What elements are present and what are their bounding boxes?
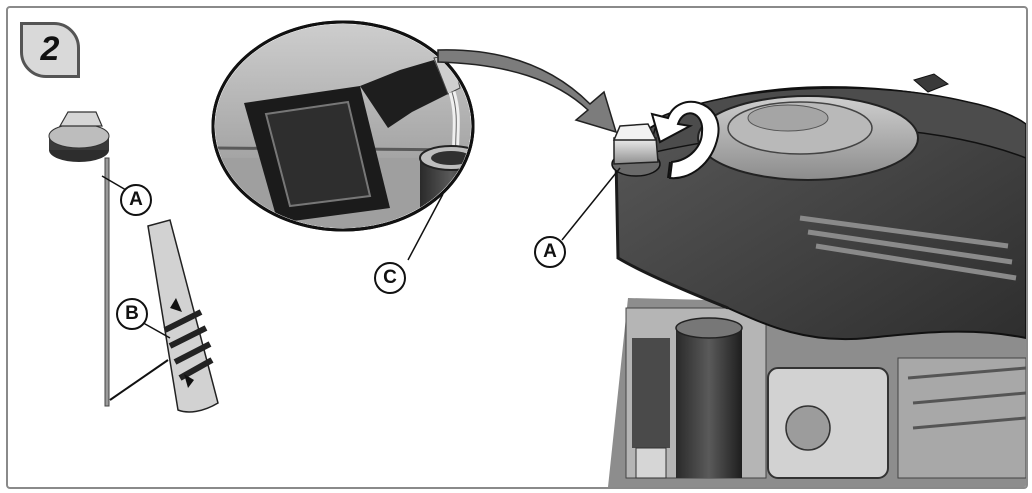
step-number-badge: 2: [20, 22, 80, 78]
step-number: 2: [40, 30, 60, 68]
dipstick-detail: [109, 219, 219, 413]
oil-cap: [611, 123, 661, 177]
callout-dipstick-cap: A: [120, 184, 152, 216]
oil-bottle-icon: [244, 53, 461, 223]
dipstick: [48, 111, 110, 407]
engine-oil-illustration: [48, 20, 1026, 487]
engine: [608, 73, 1026, 487]
illustration-frame: 2 A B C A: [6, 6, 1028, 489]
rotate-arrow-icon: [650, 100, 720, 180]
callout-dipstick-marks: B: [116, 298, 148, 330]
oil-fill-detail: [211, 20, 475, 232]
callout-oil-fill: C: [374, 262, 406, 294]
callout-engine-cap: A: [534, 236, 566, 268]
curved-arrow-icon: [437, 49, 618, 134]
